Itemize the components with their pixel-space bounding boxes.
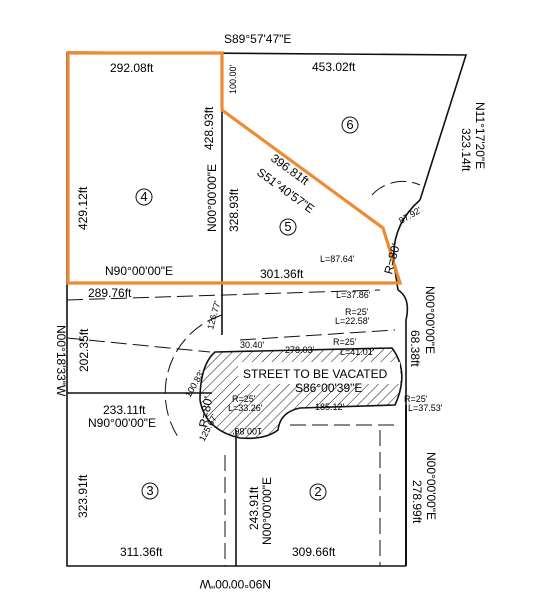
curve-l33-26: L=33.26' <box>228 403 263 413</box>
curve-r25-c: R=25' <box>232 394 256 404</box>
lot2-left-distance: 243.91ft <box>247 486 261 530</box>
mid-distance-126: 126.77' <box>205 299 222 330</box>
distance-100-86: 100.86' <box>232 426 262 436</box>
curve-l37-86: L=37.86' <box>336 290 371 300</box>
right-distance-68: 68.38ft <box>408 330 422 367</box>
lot-number-6: 6 <box>346 117 353 132</box>
distance-278-03: 278.03' <box>285 345 315 355</box>
lot-number-4: 4 <box>140 189 147 204</box>
lot6-right-distance: 323.14ft <box>459 128 473 172</box>
lot5-bottom-distance: 301.36ft <box>260 267 304 281</box>
lot3-top-bearing: N90°00'00"E <box>88 416 156 430</box>
curve-l41-01: L=41.01' <box>340 347 375 357</box>
mid-distance-202: 202.35ft <box>77 328 91 372</box>
curve-r80: R=80' <box>381 242 403 276</box>
lot-markers <box>135 116 359 501</box>
lot4-top-distance: 292.08ft <box>110 61 154 75</box>
curve-r25-b: R=25' <box>333 337 357 347</box>
curve-r25-a: R=25' <box>345 307 369 317</box>
highlighted-lot-4 <box>66 51 403 285</box>
mid-distance-289: 289.76ft <box>88 286 132 300</box>
street-vacated-label: STREET TO BE VACATED <box>243 367 388 381</box>
lot4-right-distance: 428.93ft <box>202 106 216 150</box>
right-distance-278: 278.99ft <box>410 480 424 524</box>
curve-r25-d: R=25' <box>404 394 428 404</box>
lot6-right-bearing: N11°17'20"E <box>473 102 487 169</box>
right-notch <box>397 289 409 566</box>
lot-number-5: 5 <box>284 219 291 234</box>
distance-185-12: 185.12' <box>315 402 345 412</box>
lot3-top-distance: 233.11ft <box>103 403 146 417</box>
lot6-small-distance: 100.00' <box>228 64 238 94</box>
lot3-bottom-distance: 311.36ft <box>120 545 163 559</box>
easement-lines <box>66 180 421 566</box>
right-bearing-1: N00°00'00"E <box>423 286 437 354</box>
street-bearing: S86°00'39"E <box>295 381 362 395</box>
curve-l22-58: L=22.58' <box>335 316 370 326</box>
lot4-side-bearing: N00°00'00"E <box>205 164 219 232</box>
lot4-left-distance: 429.12ft <box>76 186 90 230</box>
bottom-bearing: N90°00'00"W <box>199 577 271 591</box>
left-bearing: N00°18'33"W <box>54 325 68 397</box>
lot-number-3: 3 <box>146 483 153 498</box>
curve-87-92: 87.92' <box>397 205 423 226</box>
lot5-left-distance: 328.93ft <box>227 188 241 232</box>
distance-30-40: 30.40' <box>240 340 265 350</box>
lot-number-2: 2 <box>314 484 321 499</box>
lot2-left-bearing: N00°00'00"E <box>260 477 274 545</box>
lot4-bottom-bearing: N90°00'00"E <box>105 264 173 278</box>
lot6-top-distance: 453.02ft <box>312 60 356 74</box>
right-bearing-2: N00°00'00"E <box>424 452 438 520</box>
curve-l37-53: L=37.53' <box>408 403 443 413</box>
top-bearing: S89°57'47"E <box>224 32 291 46</box>
curve-r80-b: R=80' <box>196 395 215 428</box>
curve-l87-64: L=87.64' <box>320 254 355 264</box>
street-vacated-area <box>199 347 403 440</box>
lot2-bottom-distance: 309.66ft <box>292 545 336 559</box>
lot3-left-distance: 323.91ft <box>76 474 90 518</box>
